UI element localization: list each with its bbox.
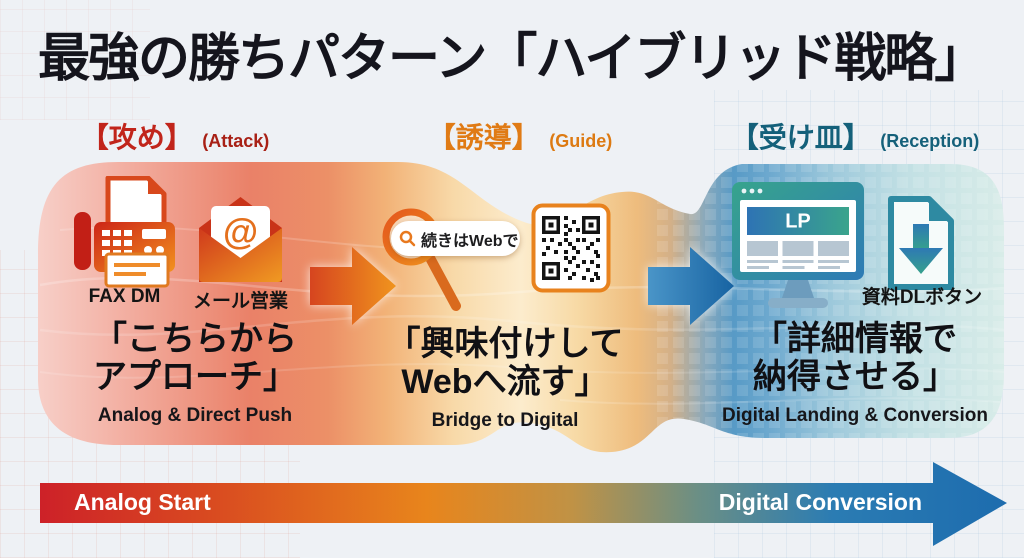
- fax-keypad: [102, 230, 132, 256]
- digital-conversion-label: Digital Conversion: [718, 489, 922, 515]
- search-icon: [399, 230, 416, 246]
- page-title: 最強の勝ちパターン「ハイブリッド戦略」: [38, 30, 986, 88]
- quote-attack-line2: アプローチ」: [93, 358, 297, 396]
- qr-code-icon: [531, 203, 611, 293]
- stage-header-reception-jp: 【受け皿】: [730, 122, 871, 153]
- qr-modules: [542, 216, 600, 282]
- flow-arrow-attack-to-guide: [310, 247, 396, 325]
- quote-attack-line1: 「こちらから: [93, 320, 297, 358]
- stage-header-attack: 【攻め】 (Attack): [40, 116, 310, 156]
- quote-guide: 「興味付けして Webへ流す」 Bridge to Digital: [350, 325, 660, 432]
- gradient-arrow-shape: [40, 462, 1007, 546]
- download-label: 資料DLボタン: [861, 287, 983, 308]
- stage-header-guide: 【誘導】 (Guide): [385, 116, 655, 156]
- search-pill: 続きはWebで: [391, 221, 520, 256]
- search-pill-text: 続きはWebで: [421, 232, 519, 250]
- stage-header-guide-en: (Guide): [549, 131, 613, 151]
- quote-attack: 「こちらから アプローチ」 Analog & Direct Push: [40, 320, 350, 427]
- stage-header-attack-jp: 【攻め】: [80, 122, 193, 153]
- subtitle-reception: Digital Landing & Conversion: [721, 405, 988, 426]
- quote-guide-line2: Webへ流す」: [401, 363, 609, 401]
- subtitle-attack: Analog & Direct Push: [97, 405, 293, 426]
- email-at-icon: @: [199, 197, 282, 282]
- stage-header-reception-en: (Reception): [880, 131, 980, 151]
- stage-header-attack-en: (Attack): [202, 131, 270, 151]
- download-document-icon: [888, 196, 954, 290]
- lp-screen-label: LP: [785, 211, 811, 233]
- email-label: メール営業: [192, 291, 288, 312]
- at-glyph: @: [223, 211, 258, 252]
- analog-start-label: Analog Start: [74, 489, 211, 515]
- stage-header-reception: 【受け皿】 (Reception): [705, 116, 1005, 156]
- quote-reception-line2: 納得させる」: [753, 358, 957, 396]
- lp-monitor-icon: LP: [732, 182, 864, 308]
- stage-header-guide-jp: 【誘導】: [427, 122, 540, 153]
- flow-arrow-guide-to-reception: [648, 247, 734, 325]
- fax-label: FAX DM: [88, 286, 161, 307]
- quote-guide-line1: 「興味付けして: [386, 325, 624, 363]
- subtitle-guide: Bridge to Digital: [431, 410, 579, 431]
- quote-reception: 「詳細情報で 納得させる」 Digital Landing & Conversi…: [700, 320, 1010, 427]
- quote-reception-line1: 「詳細情報で: [753, 320, 957, 358]
- fax-icon: [74, 176, 175, 288]
- lp-content-blocks: [747, 241, 849, 269]
